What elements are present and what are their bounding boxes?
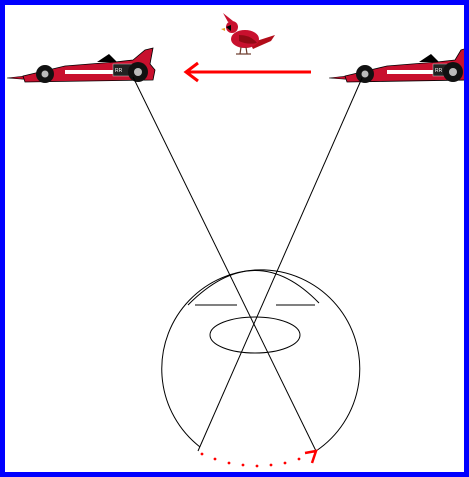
svg-text:RR: RR	[115, 68, 123, 74]
eye-globe	[161, 269, 361, 452]
arrow-right-icon	[304, 449, 318, 464]
diagram-svg: RR RR	[6, 13, 464, 468]
svg-text:RR: RR	[435, 68, 443, 74]
ray-left-car	[132, 76, 317, 452]
race-car-left-icon: RR	[6, 47, 156, 83]
cardinal-bird-icon	[221, 13, 275, 55]
arrow-left-icon	[183, 61, 311, 83]
retina-trace	[200, 452, 301, 468]
race-car-right-icon: RR	[328, 48, 464, 83]
ray-right-car	[197, 77, 363, 452]
eye-cornea	[187, 270, 320, 306]
diagram-canvas: RR RR	[5, 5, 464, 472]
eye-lens	[209, 316, 301, 354]
